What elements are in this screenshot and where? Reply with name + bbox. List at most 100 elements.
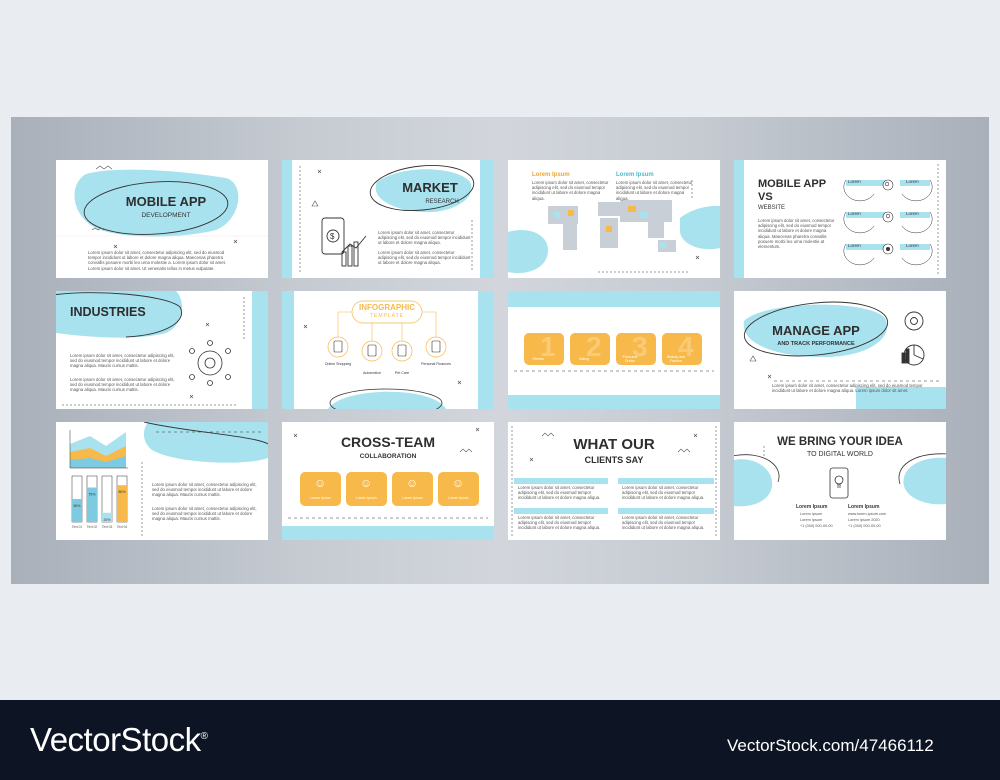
bar-value-label: 75% (88, 493, 95, 497)
footer-bar (0, 700, 1000, 780)
slide-decoration (734, 446, 946, 507)
bar-fill (72, 499, 82, 522)
slide-decoration (282, 427, 494, 540)
card-label: Dating (578, 357, 590, 361)
contact-line: Lorem Ipsum (800, 512, 823, 516)
slide-subtitle: WEBSITE (758, 205, 786, 211)
slide-title: WE BRING YOUR IDEA (777, 436, 903, 448)
contact-col-title: Lorem Ipsum (796, 504, 828, 510)
gear-icon (886, 247, 890, 251)
category-card-dating[interactable]: 2 Dating (570, 331, 610, 365)
area-chart (69, 430, 128, 469)
contact-line: +1 (000) 000-00-00 (848, 524, 881, 528)
person-icon: ☺ (406, 476, 419, 490)
search-icon (884, 181, 890, 187)
slide-body-text: Lorem ipsum dolor sit amet, consectetur … (70, 377, 175, 393)
pill-label: Lorem (848, 211, 861, 216)
bar-category-label: Text 04 (117, 525, 128, 529)
contact-line[interactable]: www.lorem-ipsum.com (848, 512, 887, 516)
slide-infographic-template: INFOGRAPHIC TEMPLATE Online Shopping Aut… (282, 291, 494, 409)
contact-col-title: Lorem Ipsum (848, 504, 880, 510)
slide-body-text: Lorem ipsum dolor sit amet, consectetur … (772, 383, 923, 394)
gear-icon (904, 311, 924, 331)
slide-title: MANAGE APP (772, 323, 860, 338)
slide-vs: VS (758, 191, 773, 203)
infographic-item-label: Personal Finances (421, 362, 451, 366)
card-label: Beauty and Fashion (667, 355, 685, 363)
card-label: Lorem Ipsum (356, 496, 377, 500)
slide-decoration (56, 291, 268, 409)
bar-value-label: 20% (103, 518, 110, 522)
pet-phone-icon (397, 344, 407, 357)
bar-value-label: 50% (73, 504, 80, 508)
slide-market-research: $ MARKET RESEARCH Lorem ipsum dolor sit … (282, 160, 494, 278)
pill-label: Lorem (906, 179, 919, 184)
slide-subtitle: AND TRACK PERFORMANCE (777, 341, 855, 347)
team-card[interactable]: ☺ Lorem Ipsum (346, 472, 387, 506)
bar-chart: 50% Text 01 75% Text 02 20% Text 03 80% Text 04 (71, 475, 128, 529)
slide-body-text: Lorem ipsum dolor sit amet, consectetur … (152, 482, 257, 498)
slide-title: WHAT OUR (573, 436, 655, 453)
contact-line: Lorem Ipsum 2020 (848, 518, 880, 522)
team-card[interactable]: ☺ Lorem Ipsum (392, 472, 433, 506)
bar-value-label: 80% (118, 490, 125, 494)
slide-subtitle: RESEARCH (425, 199, 459, 205)
category-card-food[interactable]: 3 Food and Drinks (616, 331, 656, 365)
pill-label: Lorem (848, 179, 861, 184)
slide-title: CROSS-TEAM (340, 434, 436, 450)
slide-world-map: Lorem Ipsum Lorem Ipsum Lorem ipsum dolo… (508, 160, 720, 278)
card-number: 3 (632, 331, 648, 362)
brand-logo[interactable]: VectorStock® (30, 721, 208, 759)
slide-subtitle: TEMPLATE (369, 313, 405, 319)
image-id: VectorStock.com/47466112 (727, 736, 934, 755)
infographic-item-label: Automotive (363, 371, 381, 375)
map-label-1: Lorem Ipsum (532, 172, 570, 178)
lightbulb-icon (885, 213, 891, 219)
slide-what-our-clients-say: WHAT OUR CLIENTS SAY Lorem ipsum dolor s… (508, 422, 720, 540)
card-number: 4 (678, 331, 694, 362)
slide-body-text: Lorem ipsum dolor sit amet, consectetur … (88, 250, 227, 271)
slide-decoration: $ (282, 160, 494, 278)
bar-fill (117, 485, 127, 522)
category-card-beauty[interactable]: 4 Beauty and Fashion (662, 331, 702, 365)
slide-cross-team-collaboration: CROSS-TEAM COLLABORATION ☺ Lorem Ipsum ☺… (282, 422, 494, 540)
category-card-fitness[interactable]: 1 Fitness (524, 331, 564, 365)
brand-name: VectorStock (30, 721, 201, 758)
infographic-item-label: Pet Care (394, 371, 410, 375)
slide-manage-app: MANAGE APP AND TRACK PERFORMANCE Lorem i… (734, 291, 946, 409)
infographic-item-label: Online Shopping (324, 362, 352, 366)
phone-lightbulb-icon (829, 467, 849, 499)
testimonial-text: Lorem ipsum dolor sit amet, consectetur … (518, 485, 601, 501)
testimonial-text: Lorem ipsum dolor sit amet, consectetur … (622, 485, 705, 501)
slide-decoration (282, 291, 494, 409)
slide-body-text: Lorem ipsum dolor sit amet, consectetur … (378, 250, 471, 266)
team-card[interactable]: ☺ Lorem Ipsum (300, 472, 341, 506)
shopping-phone-icon (333, 340, 343, 353)
card-label: Food and Drinks (622, 355, 638, 363)
team-card[interactable]: ☺ Lorem Ipsum (438, 472, 479, 506)
card-number: 2 (586, 331, 602, 362)
slide-decoration (508, 291, 720, 409)
slide-body-text: Lorem ipsum dolor sit amet, consectetur … (70, 353, 175, 369)
finance-phone-icon (431, 340, 441, 353)
card-label: Lorem Ipsum (310, 496, 331, 500)
bar-fill (102, 512, 112, 522)
contact-line: +1 (000) 000-00-00 (800, 524, 833, 528)
card-label: Lorem Ipsum (402, 496, 423, 500)
slide-body-text: Lorem ipsum dolor sit amet, consectetur … (378, 230, 471, 246)
contact-line: Lorem Ipsum (800, 518, 823, 522)
bar-category-label: Text 03 (102, 525, 113, 529)
registered-mark: ® (200, 731, 208, 742)
slide-body-text: Lorem ipsum dolor sit amet, consectetur … (532, 180, 609, 201)
bar-category-label: Text 02 (87, 525, 98, 529)
slide-we-bring-your-idea: WE BRING YOUR IDEA TO DIGITAL WORLD Lore… (734, 422, 946, 540)
svg-text:$: $ (330, 232, 335, 241)
slide-decoration (508, 180, 720, 274)
person-icon: ☺ (452, 476, 465, 490)
phone-dollar-icon: $ (321, 217, 367, 267)
bar-category-label: Text 01 (72, 525, 83, 529)
slide-decoration (69, 422, 268, 536)
car-phone-icon (367, 344, 377, 357)
slide-mobile-app-development: MOBILE APP DEVELOPMENT Lorem ipsum dolor… (56, 160, 268, 278)
map-label-2: Lorem Ipsum (616, 172, 654, 178)
